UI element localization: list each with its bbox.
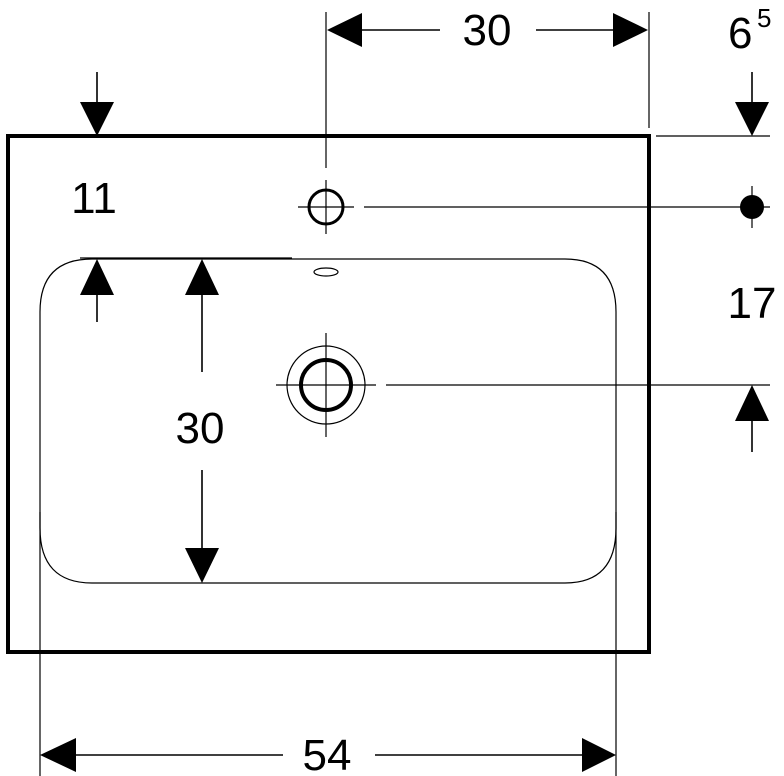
drain-offset-arrow — [735, 385, 769, 452]
dimension-bowl-30: 30 — [176, 259, 225, 583]
dimension-bottom-54-label: 54 — [303, 731, 352, 776]
tap-hole — [298, 180, 354, 234]
dimension-top-30-label: 30 — [463, 6, 512, 55]
dimension-bowl-30-label: 30 — [176, 404, 225, 453]
dimension-drain-17-label: 17 — [728, 279, 777, 328]
dimension-back-edge-superscript: 5 — [757, 3, 771, 33]
bowl-outline — [39, 258, 617, 584]
dimension-back-edge: 6 5 — [728, 3, 771, 136]
rim-top-arrow — [80, 72, 114, 136]
dimension-rim-11-label: 11 — [71, 174, 117, 223]
basin-outline — [6, 134, 651, 654]
dimension-bottom-54: 54 — [40, 731, 616, 776]
dimension-top-30: 30 — [327, 6, 648, 55]
rim-bottom-arrow — [80, 259, 114, 322]
drain — [276, 333, 376, 437]
overflow-slot — [313, 267, 339, 277]
dimension-back-edge-label: 6 — [728, 9, 752, 58]
